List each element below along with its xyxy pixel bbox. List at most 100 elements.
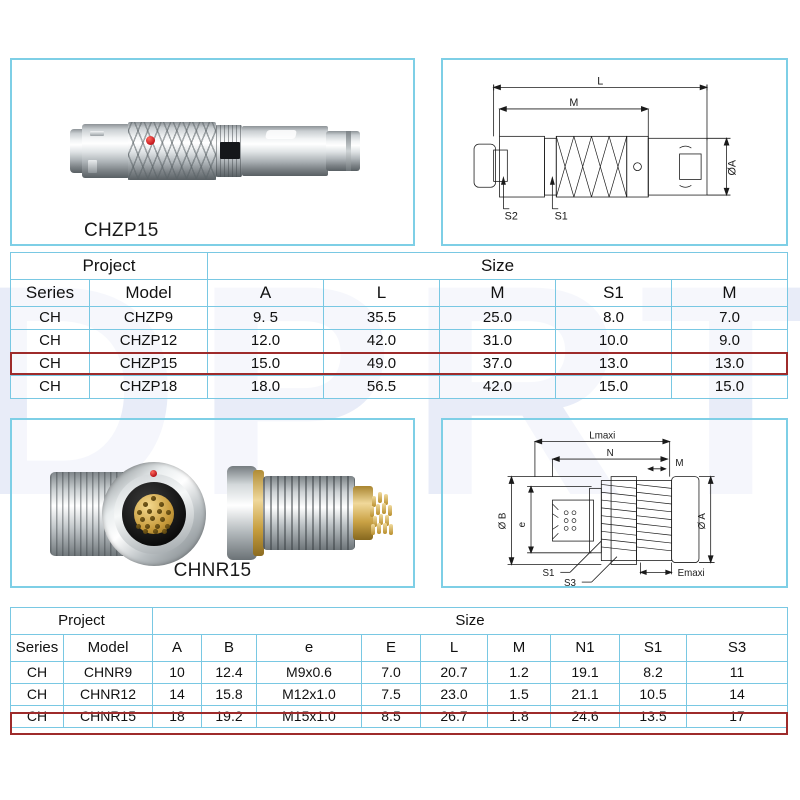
panel-receptacle-photo: CHNR15 xyxy=(10,418,415,588)
col-l: L xyxy=(323,279,440,307)
label-diameter-A: Ø A xyxy=(697,513,708,530)
cell: CHZP18 xyxy=(89,375,208,399)
cell: 1.8 xyxy=(487,705,551,728)
cell: 42.0 xyxy=(439,375,556,399)
table-group-header-row: Project Size xyxy=(10,607,788,635)
group-header-project: Project xyxy=(10,607,153,635)
cell: CHZP12 xyxy=(89,329,208,353)
cell: 19.1 xyxy=(550,661,620,684)
col-e-thread: e xyxy=(256,634,362,662)
col-series: Series xyxy=(10,634,64,662)
cell: CHZP9 xyxy=(89,306,208,330)
table-row: CH CHZP18 18.0 56.5 42.0 15.0 15.0 xyxy=(10,375,788,399)
cell: 56.5 xyxy=(323,375,440,399)
cell: 7.0 xyxy=(671,306,788,330)
cell: 26.7 xyxy=(420,705,488,728)
col-l: L xyxy=(420,634,488,662)
receptacle-side-view-illustration xyxy=(227,460,402,568)
cell: CH xyxy=(10,329,90,353)
col-s3: S3 xyxy=(686,634,788,662)
plug-dimension-drawing: L M S2 S1 ØA xyxy=(473,75,738,223)
cell: 12.4 xyxy=(201,661,257,684)
cell: 23.0 xyxy=(420,683,488,706)
label-Lmaxi: Lmaxi xyxy=(589,431,615,442)
cell: 7.5 xyxy=(361,683,421,706)
label-S3: S3 xyxy=(564,578,576,586)
cell: 10.5 xyxy=(619,683,687,706)
cell: 37.0 xyxy=(439,352,556,376)
col-series: Series xyxy=(10,279,90,307)
panel-plug-photo: CHZP15 xyxy=(10,58,415,246)
cell: CHNR12 xyxy=(63,683,153,706)
label-S2: S2 xyxy=(505,211,518,223)
plug-connector-illustration xyxy=(70,120,360,182)
alignment-dot-icon xyxy=(146,136,155,145)
cell: CH xyxy=(10,352,90,376)
cell: 15.8 xyxy=(201,683,257,706)
cell: 8.0 xyxy=(555,306,672,330)
cell: 10.0 xyxy=(555,329,672,353)
cell: 49.0 xyxy=(323,352,440,376)
table-chzp-specifications: Project Size Series Model A L M S1 M CH … xyxy=(10,252,788,399)
alignment-dot-icon xyxy=(150,470,157,477)
panel-receptacle-drawing: Lmaxi N M Ø B e Ø A S1 S3 Emaxi xyxy=(441,418,788,588)
cell: 11 xyxy=(686,661,788,684)
col-a: A xyxy=(207,279,324,307)
cell: 20.7 xyxy=(420,661,488,684)
col-b: B xyxy=(201,634,257,662)
col-E: E xyxy=(361,634,421,662)
label-diameter-A: ØA xyxy=(726,159,738,175)
col-s1: S1 xyxy=(555,279,672,307)
col-a: A xyxy=(152,634,202,662)
label-M: M xyxy=(569,97,578,109)
table-row: CH CHZP12 12.0 42.0 31.0 10.0 9.0 xyxy=(10,329,788,353)
label-diameter-B: Ø B xyxy=(498,513,509,530)
col-model: Model xyxy=(89,279,208,307)
cell: M9x0.6 xyxy=(256,661,362,684)
table-row: CH CHNR9 10 12.4 M9x0.6 7.0 20.7 1.2 19.… xyxy=(10,661,788,684)
cell: 1.5 xyxy=(487,683,551,706)
cell: 24.6 xyxy=(550,705,620,728)
cell: 14 xyxy=(152,683,202,706)
cell: 15.0 xyxy=(671,375,788,399)
cell: 15.0 xyxy=(207,352,324,376)
cell: 7.0 xyxy=(361,661,421,684)
cell: 21.1 xyxy=(550,683,620,706)
plug-photo-caption: CHZP15 xyxy=(84,220,159,241)
cell: M15x1.0 xyxy=(256,705,362,728)
cell: CH xyxy=(10,705,64,728)
cell: CH xyxy=(10,683,64,706)
receptacle-dimension-drawing: Lmaxi N M Ø B e Ø A S1 S3 Emaxi xyxy=(498,431,715,586)
table-row-highlighted: CH CHNR15 18 19.2 M15x1.0 8.5 26.7 1.8 2… xyxy=(10,705,788,728)
cell: 17 xyxy=(686,705,788,728)
cell: 19.2 xyxy=(201,705,257,728)
col-n1: N1 xyxy=(550,634,620,662)
table-group-header-row: Project Size xyxy=(10,252,788,280)
label-S1: S1 xyxy=(555,211,568,223)
cell: CHNR15 xyxy=(63,705,153,728)
table-row: CH CHZP9 9. 5 35.5 25.0 8.0 7.0 xyxy=(10,306,788,330)
cell: 8.2 xyxy=(619,661,687,684)
label-Emaxi: Emaxi xyxy=(678,568,705,579)
cell: 25.0 xyxy=(439,306,556,330)
group-header-size: Size xyxy=(152,607,788,635)
col-m: M xyxy=(439,279,556,307)
cell: 10 xyxy=(152,661,202,684)
receptacle-photo-image xyxy=(12,420,413,586)
group-header-size: Size xyxy=(207,252,788,280)
label-N: N xyxy=(607,448,614,459)
table-column-header-row: Series Model A L M S1 M xyxy=(10,279,788,307)
label-L: L xyxy=(597,75,603,87)
cell: 14 xyxy=(686,683,788,706)
cell: CHNR9 xyxy=(63,661,153,684)
plug-photo-image xyxy=(12,60,413,244)
label-S1: S1 xyxy=(543,568,555,579)
panel-plug-drawing: L M S2 S1 ØA xyxy=(441,58,788,246)
col-model: Model xyxy=(63,634,153,662)
receptacle-photo-caption: CHNR15 xyxy=(173,560,252,581)
cell: CH xyxy=(10,375,90,399)
cell: CH xyxy=(10,661,64,684)
cell: 15.0 xyxy=(555,375,672,399)
cell: CH xyxy=(10,306,90,330)
cell: 13.0 xyxy=(555,352,672,376)
